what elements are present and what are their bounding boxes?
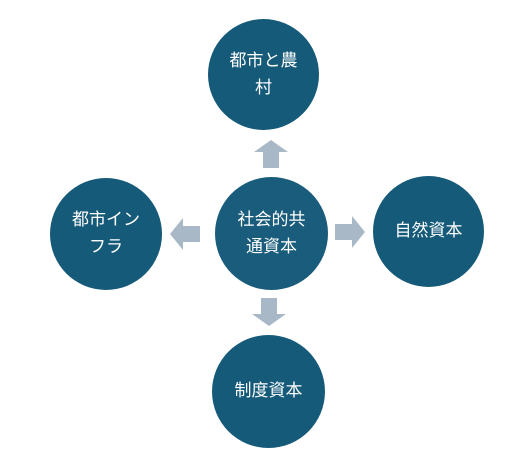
node-urban-rural-label: 都市と農 村 (229, 50, 298, 98)
node-natural-capital-label: 自然資本 (394, 221, 463, 241)
node-urban-infrastructure: 都市イン フラ (50, 178, 162, 290)
arrow-up-icon (254, 140, 288, 168)
arrow-down-icon (252, 298, 286, 326)
arrow-down-shape (252, 298, 286, 326)
node-institutional-capital-label: 制度資本 (234, 381, 303, 401)
node-institutional-capital: 制度資本 (212, 335, 325, 448)
arrow-left-shape (170, 218, 200, 250)
arrow-right-icon (335, 216, 365, 248)
arrow-right-shape (335, 216, 365, 248)
node-urban-rural: 都市と農 村 (208, 19, 319, 130)
node-urban-infrastructure-label: 都市イン フラ (72, 210, 140, 257)
node-natural-capital: 自然資本 (373, 176, 484, 287)
arrow-left-icon (170, 218, 200, 250)
node-social-common-capital-label: 社会的共 通資本 (237, 209, 306, 257)
node-social-common-capital: 社会的共 通資本 (215, 177, 328, 290)
arrow-up-shape (254, 140, 288, 168)
